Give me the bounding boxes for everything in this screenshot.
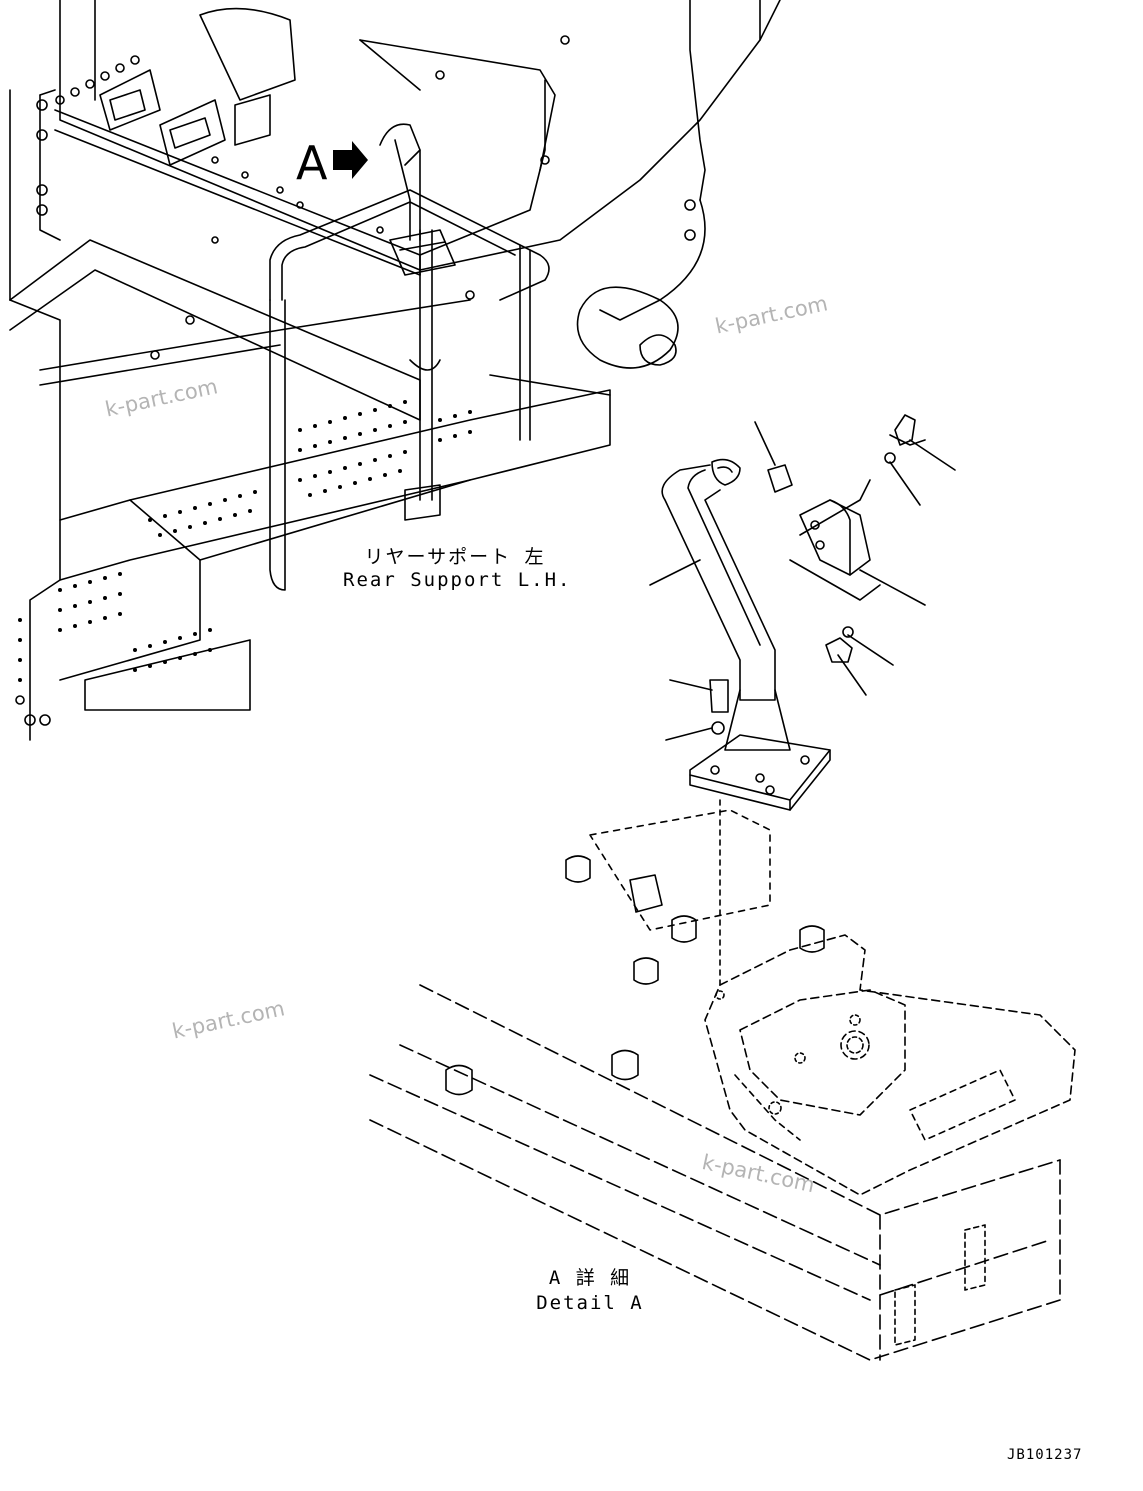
machine-frame [9,0,781,741]
drawing-number: JB101237 [1007,1447,1083,1463]
view-letter: A [296,136,328,190]
rear-support-assembly [649,414,956,986]
detail-label-en: Detail A [536,1292,644,1314]
view-arrow [333,141,368,179]
rear-support-label-en: Rear Support L.H. [343,569,572,591]
perforation-pattern [18,400,472,682]
right-arrow-icon [333,141,368,179]
rear-support-label-jp: リヤーサポート 左 [364,546,546,568]
frame-bolts [15,35,696,726]
detail-label-jp: A 詳 細 [548,1267,632,1289]
mounting-base [369,809,1076,1361]
